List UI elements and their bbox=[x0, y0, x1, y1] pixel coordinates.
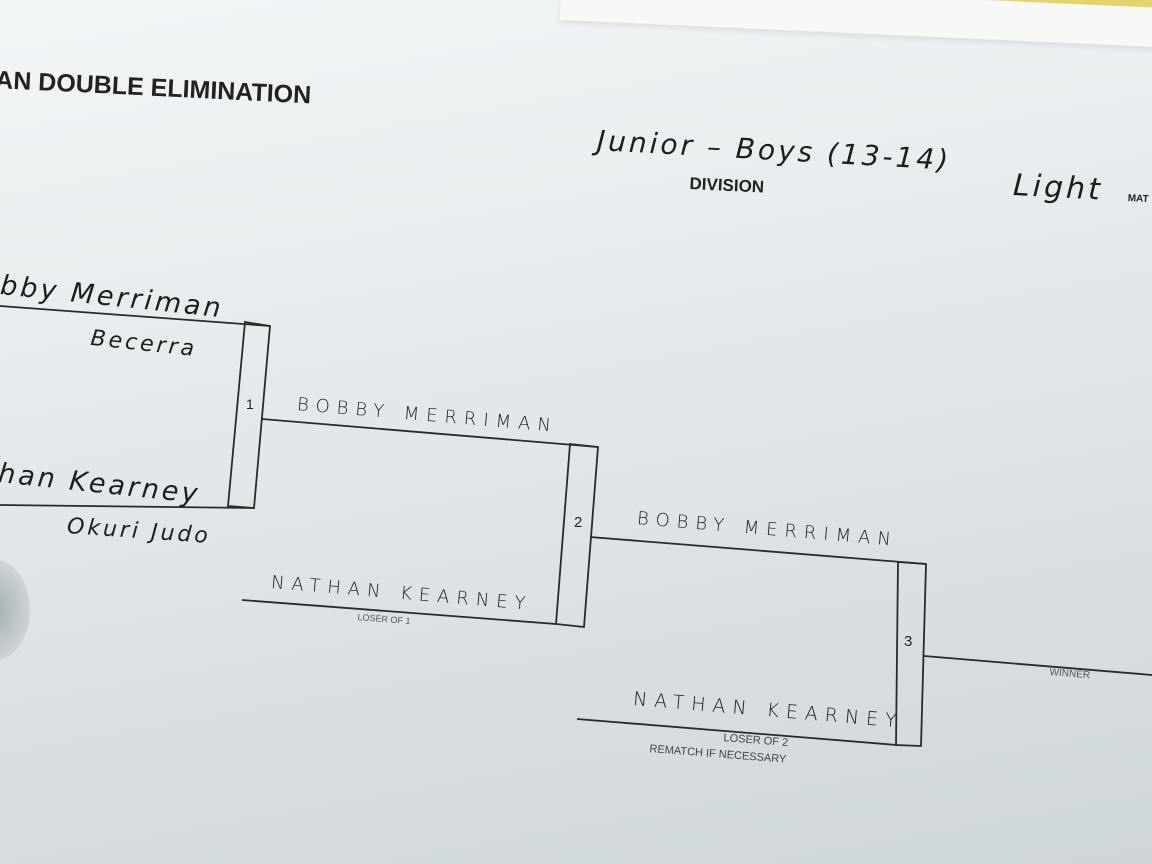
match-box-3 bbox=[895, 561, 927, 747]
match-number-2: 2 bbox=[574, 514, 583, 531]
line-entry-a bbox=[0, 305, 271, 327]
match-box-1 bbox=[227, 320, 271, 509]
match-number-3: 3 bbox=[904, 633, 913, 650]
line-winner bbox=[923, 655, 1152, 676]
match-number-1: 1 bbox=[246, 396, 254, 412]
line-loser-of-2 bbox=[576, 718, 898, 746]
line-m1-winner bbox=[261, 418, 599, 448]
line-loser-of-1 bbox=[241, 599, 557, 625]
match-box-2 bbox=[555, 443, 599, 628]
line-entry-b bbox=[0, 504, 255, 509]
line-m2-winner bbox=[589, 536, 927, 565]
